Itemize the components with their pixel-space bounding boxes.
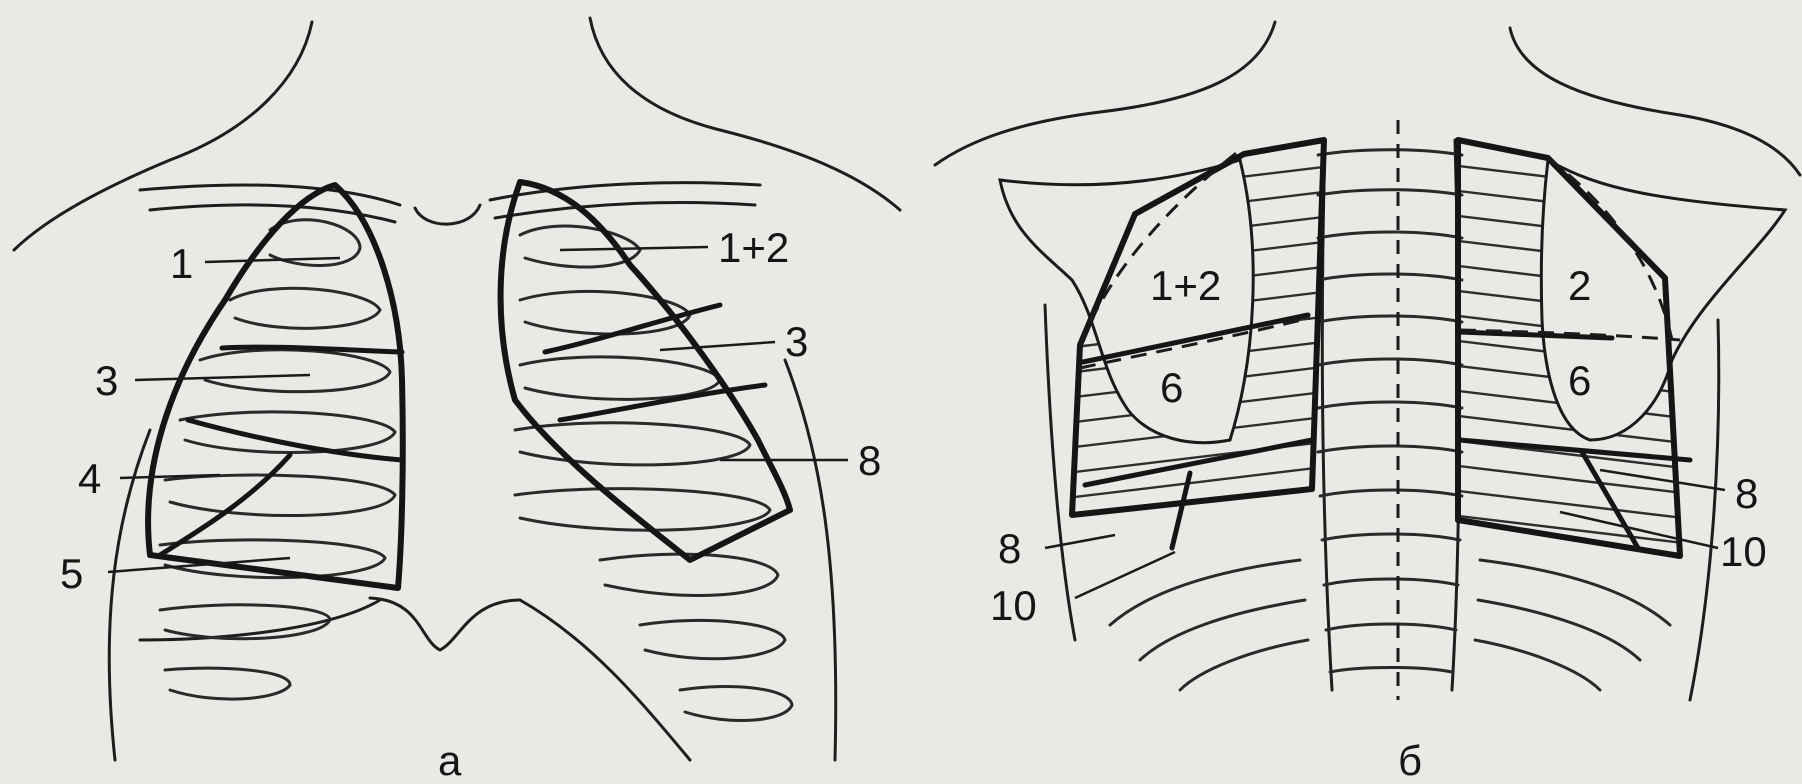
neck-left-outline [14, 22, 312, 250]
front-view-panel: 1 3 4 5 1+2 3 8 а [14, 18, 900, 784]
chest-wall-left [785, 360, 836, 760]
back-view-panel: 1+2 6 2 6 8 10 8 10 б [935, 22, 1800, 784]
right-clavicle [140, 185, 400, 205]
back-neck-right [1510, 28, 1800, 175]
diaphragm-outline-left [520, 600, 690, 760]
label-right-5: 5 [60, 550, 83, 597]
back-label-right-2: 2 [1568, 262, 1591, 309]
back-right-lower-fissure [1460, 440, 1690, 460]
xiphoid-outline [370, 598, 520, 650]
label-left-1-2: 1+2 [718, 224, 789, 271]
back-label-right-10: 10 [1720, 528, 1767, 575]
back-label-right-8: 8 [1735, 470, 1758, 517]
chest-wall-right [109, 430, 150, 760]
back-panel-caption: б [1398, 737, 1422, 784]
back-label-left-10: 10 [990, 582, 1037, 629]
sternum-outline [415, 205, 480, 224]
neck-right-outline [590, 18, 900, 210]
back-left-lower-fissure [1085, 440, 1312, 485]
label-right-3: 3 [95, 357, 118, 404]
right-ribs [160, 220, 395, 699]
right-oblique-fissure [188, 420, 402, 460]
back-side-right [1690, 320, 1719, 700]
label-right-1: 1 [170, 240, 193, 287]
back-neck-left [935, 22, 1275, 165]
back-label-left-1-2: 1+2 [1150, 262, 1221, 309]
back-label-right-6: 6 [1568, 357, 1591, 404]
back-label-left-8: 8 [998, 525, 1021, 572]
label-left-3: 3 [785, 318, 808, 365]
back-label-left-6: 6 [1160, 364, 1183, 411]
left-clavicle-lower [495, 203, 755, 218]
back-side-left [1045, 305, 1075, 640]
left-ribs [515, 226, 792, 721]
label-right-4: 4 [78, 455, 101, 502]
front-panel-caption: а [438, 737, 462, 784]
label-left-8: 8 [858, 437, 881, 484]
spine [1318, 120, 1462, 700]
